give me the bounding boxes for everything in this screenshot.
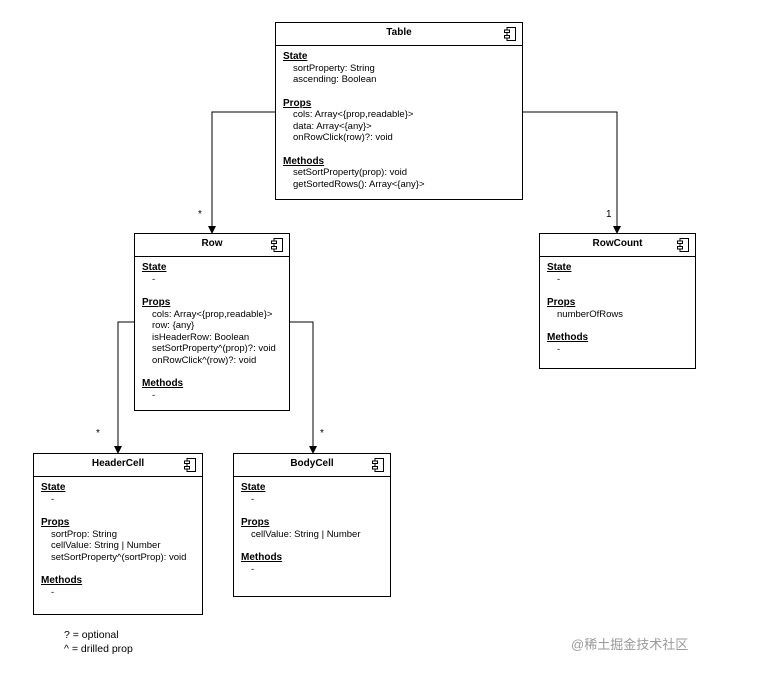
row-props-item: setSortProperty^(prop)?: void (152, 343, 276, 354)
table-methods-heading: Methods (283, 155, 325, 167)
row-props-item: isHeaderRow: Boolean (152, 331, 250, 343)
divider (135, 256, 289, 257)
headercell-props-heading: Props (41, 517, 70, 528)
component-icon (677, 238, 689, 252)
table-methods-item: setSortProperty(prop): void (293, 167, 408, 178)
table-props-item: data: Array<{any}> (293, 120, 372, 132)
bodycell-props-heading: Props (241, 517, 270, 528)
bodycell-state-heading: State (241, 482, 266, 493)
headercell-title: HeaderCell (91, 458, 145, 469)
table-state-item: sortProperty: String (293, 62, 375, 74)
component-icon (184, 458, 196, 472)
bodycell-state-item: - (251, 493, 255, 505)
divider (34, 476, 202, 477)
row-state-heading: State (142, 262, 167, 273)
table-props-item: onRowClick(row)?: void (293, 132, 393, 143)
edge-table-row (208, 111, 275, 234)
row-props-item: cols: Array<{prop,readable}> (152, 308, 273, 320)
edge-table-rowcount (523, 111, 621, 234)
legend-optional: ? = optional (64, 629, 119, 641)
row-methods-heading: Methods (142, 378, 184, 389)
edge-row-bodycell (290, 321, 317, 454)
legend-drilled-prop: ^ = drilled prop (64, 643, 133, 655)
multiplicity-table-row: * (198, 209, 202, 220)
row-props-item: row: {any} (152, 320, 195, 331)
edge-row-headercell (114, 321, 134, 454)
watermark: @稀土掘金技术社区 (571, 637, 689, 652)
rowcount-props-item: numberOfRows (557, 308, 623, 320)
headercell-methods-heading: Methods (41, 575, 83, 586)
divider (276, 45, 522, 46)
table-props-heading: Props (283, 97, 312, 109)
table-methods-item: getSortedRows(): Array<{any}> (293, 178, 425, 190)
rowcount-title: RowCount (592, 238, 643, 249)
rowcount-state-item: - (557, 273, 561, 285)
row-props-heading: Props (142, 297, 171, 308)
table-title: Table (386, 27, 412, 38)
divider (540, 256, 695, 257)
rowcount-methods-item: - (557, 343, 561, 355)
divider (234, 476, 390, 477)
headercell-props-item: setSortProperty^(sortProp): void (51, 551, 187, 563)
multiplicity-table-rowcount: 1 (606, 209, 612, 220)
table-state-item: ascending: Boolean (293, 74, 377, 85)
row-props-item: onRowClick^(row)?: void (152, 354, 257, 366)
row-state-item: - (152, 273, 156, 285)
bodycell-props-item: cellValue: String | Number (251, 528, 361, 540)
component-icon (271, 238, 283, 252)
rowcount-methods-heading: Methods (547, 332, 589, 343)
bodycell-methods-item: - (251, 563, 255, 575)
rowcount-state-heading: State (547, 262, 572, 273)
bodycell-title: BodyCell (290, 458, 334, 469)
multiplicity-row-bodycell: * (320, 428, 324, 439)
headercell-state-heading: State (41, 482, 66, 493)
component-icon (372, 458, 384, 472)
rowcount-props-heading: Props (547, 297, 576, 308)
headercell-props-item: sortProp: String (51, 528, 117, 540)
headercell-state-item: - (51, 493, 55, 505)
component-icon (504, 27, 516, 41)
headercell-methods-item: - (51, 586, 55, 598)
table-props-item: cols: Array<{prop,readable}> (293, 109, 414, 120)
multiplicity-row-headercell: * (96, 428, 100, 439)
row-title: Row (201, 238, 223, 249)
headercell-props-item: cellValue: String | Number (51, 540, 161, 551)
table-state-heading: State (283, 51, 308, 62)
row-methods-item: - (152, 389, 156, 401)
bodycell-methods-heading: Methods (241, 552, 283, 563)
legend: ? = optional ^ = drilled prop (64, 628, 133, 656)
